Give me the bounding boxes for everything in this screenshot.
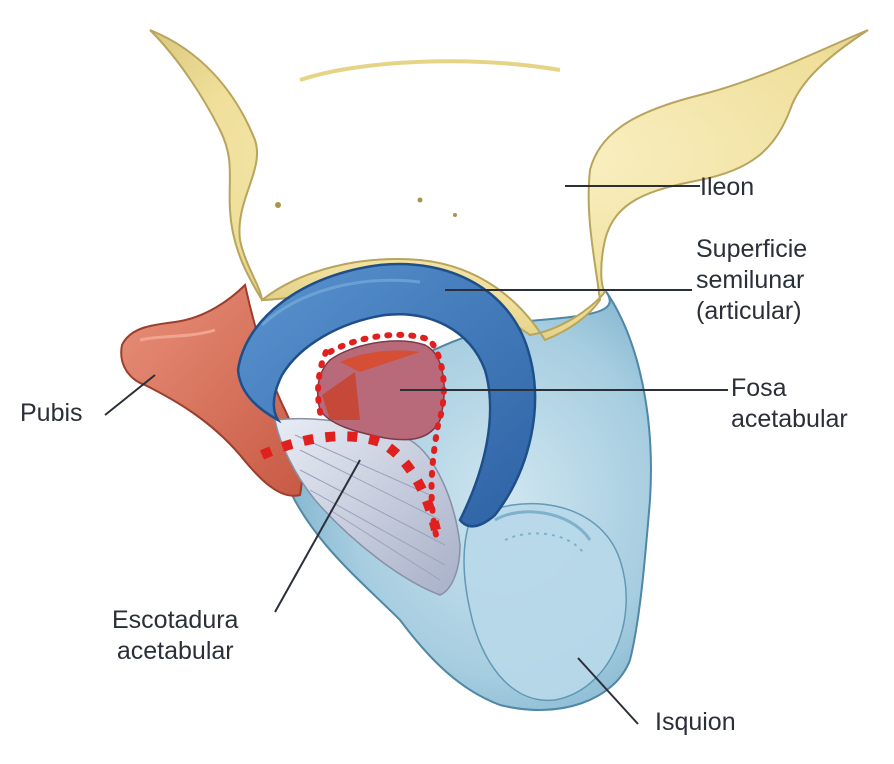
lunate-surface	[236, 262, 537, 528]
label-escotadura-acetabular: Escotadura acetabular	[112, 606, 239, 665]
label-superficie-semilunar: Superficie semilunar (articular)	[696, 235, 808, 325]
leader-lines	[104, 185, 728, 725]
ischial-tuberosity	[463, 502, 627, 702]
label-ileon: Ileon	[700, 173, 755, 201]
fossa-dotted-outline	[327, 331, 447, 538]
label-fosa-acetabular: Fosa acetabular	[731, 374, 848, 433]
label-pubis: Pubis	[20, 399, 83, 427]
label-isquion: Isquion	[655, 708, 736, 736]
